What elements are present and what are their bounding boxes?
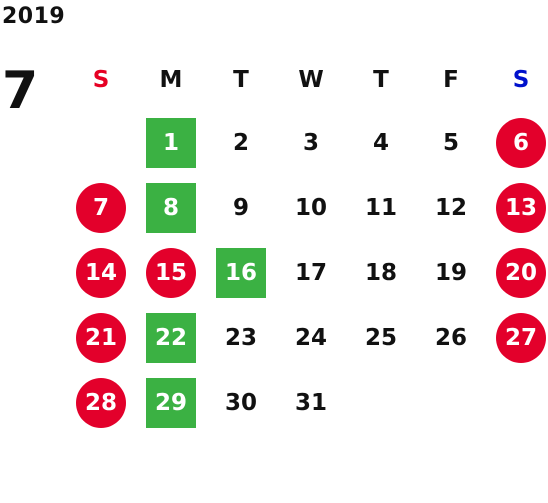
calendar-cell: 4 (346, 110, 416, 175)
calendar-cell: 13 (486, 175, 548, 240)
calendar-day[interactable]: 9 (232, 194, 249, 221)
calendar-cell: 2 (206, 110, 276, 175)
calendar-day[interactable]: 26 (434, 324, 467, 351)
calendar-year: 2019 (2, 4, 66, 29)
calendar-cell (416, 370, 486, 435)
weekday-header-monday: M (159, 67, 183, 93)
calendar-day[interactable]: 12 (434, 194, 467, 221)
calendar-cell: 7 (66, 175, 136, 240)
calendar-cell (486, 370, 548, 435)
calendar-day[interactable]: 1 (146, 117, 196, 168)
weekday-header-friday: F (443, 67, 459, 93)
calendar-day[interactable]: 31 (294, 389, 327, 416)
calendar-cell: 5 (416, 110, 486, 175)
calendar-cell: 6 (486, 110, 548, 175)
calendar-day[interactable]: 23 (224, 324, 257, 351)
calendar-cell: 22 (136, 305, 206, 370)
weekday-header-wednesday: W (298, 67, 324, 93)
calendar-cell: 26 (416, 305, 486, 370)
calendar-day[interactable]: 28 (76, 377, 126, 428)
calendar-cell: 1 (136, 110, 206, 175)
calendar-day[interactable]: 3 (302, 129, 319, 156)
calendar-day[interactable]: 29 (146, 377, 196, 428)
calendar-day[interactable]: 13 (496, 182, 546, 233)
calendar-cell: 15 (136, 240, 206, 305)
calendar-cell: 10 (276, 175, 346, 240)
calendar-day[interactable]: 24 (294, 324, 327, 351)
calendar-day[interactable]: 6 (496, 117, 546, 168)
calendar-day[interactable]: 2 (232, 129, 249, 156)
weekday-header-tuesday: T (233, 67, 249, 93)
calendar-cell: 8 (136, 175, 206, 240)
calendar-day[interactable]: 14 (76, 247, 126, 298)
calendar-day[interactable]: 15 (146, 247, 196, 298)
calendar-day[interactable]: 5 (442, 129, 459, 156)
calendar-day[interactable]: 17 (294, 259, 327, 286)
calendar-cell: 23 (206, 305, 276, 370)
calendar-day[interactable]: 25 (364, 324, 397, 351)
calendar-cell: 3 (276, 110, 346, 175)
weekday-header-thursday: T (373, 67, 389, 93)
weekday-header-sunday: S (92, 67, 110, 93)
calendar-cell: 16 (206, 240, 276, 305)
calendar-day[interactable]: 21 (76, 312, 126, 363)
calendar-cell: 27 (486, 305, 548, 370)
calendar-cell (66, 110, 136, 175)
calendar-cell: 31 (276, 370, 346, 435)
weekday-header-saturday: S (512, 67, 530, 93)
calendar-day[interactable]: 16 (216, 247, 266, 298)
calendar-day[interactable]: 20 (496, 247, 546, 298)
calendar-cell: 30 (206, 370, 276, 435)
calendar-cell: 20 (486, 240, 548, 305)
calendar-day[interactable]: 22 (146, 312, 196, 363)
calendar-cell: 12 (416, 175, 486, 240)
calendar-cell: 28 (66, 370, 136, 435)
calendar-cell: 11 (346, 175, 416, 240)
calendar-cell: 19 (416, 240, 486, 305)
calendar-day[interactable]: 27 (496, 312, 546, 363)
calendar-cell: 29 (136, 370, 206, 435)
calendar-day[interactable]: 19 (434, 259, 467, 286)
calendar-day[interactable]: 30 (224, 389, 257, 416)
calendar-day[interactable]: 10 (294, 194, 327, 221)
calendar-day[interactable]: 11 (364, 194, 397, 221)
calendar-cell: 17 (276, 240, 346, 305)
calendar-cell: 9 (206, 175, 276, 240)
calendar-day[interactable]: 7 (76, 182, 126, 233)
calendar-day[interactable]: 18 (364, 259, 397, 286)
calendar-day[interactable]: 8 (146, 182, 196, 233)
calendar-cell (346, 370, 416, 435)
calendar-cell: 24 (276, 305, 346, 370)
calendar-day[interactable]: 4 (372, 129, 389, 156)
calendar-cell: 14 (66, 240, 136, 305)
calendar-cell: 21 (66, 305, 136, 370)
calendar-cell: 25 (346, 305, 416, 370)
calendar-cell: 18 (346, 240, 416, 305)
calendar-month: 7 (2, 61, 39, 121)
